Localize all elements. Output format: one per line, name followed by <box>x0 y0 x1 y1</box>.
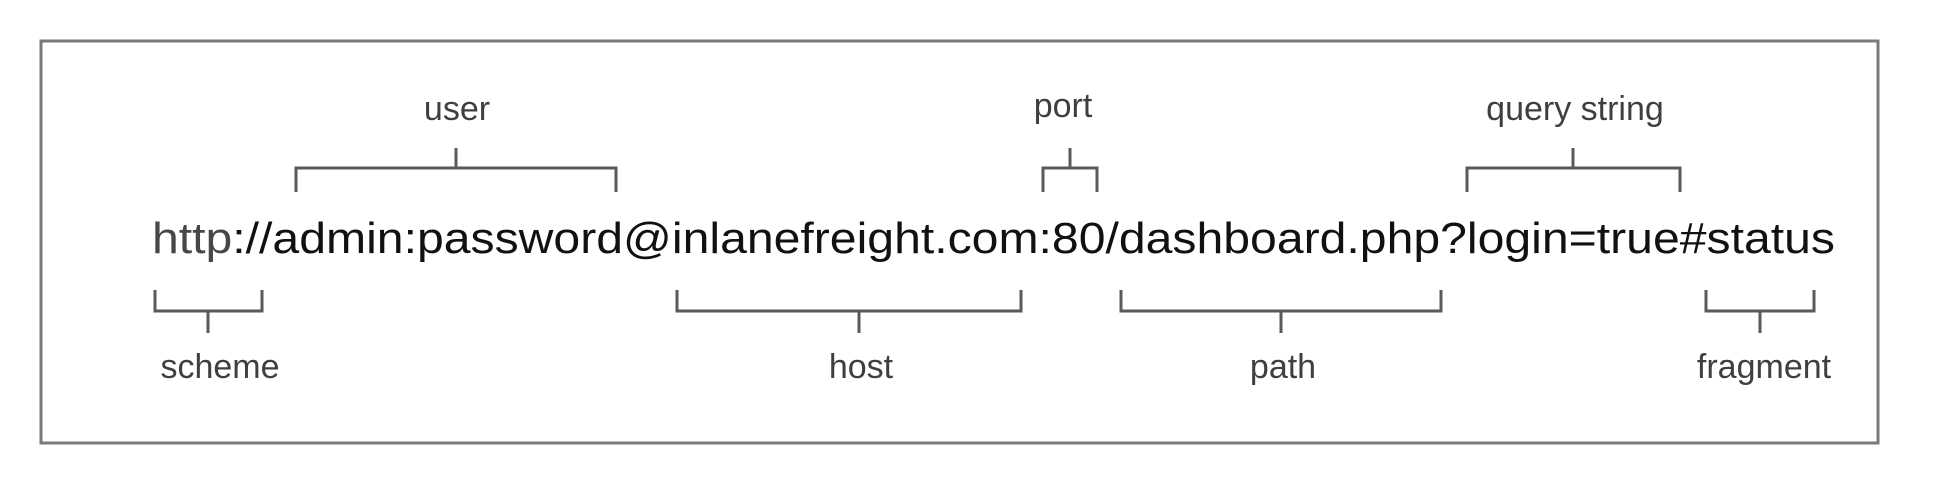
user-label: user <box>424 90 490 128</box>
host-bracket <box>675 290 1023 333</box>
port-label: port <box>1034 87 1093 125</box>
user-bracket <box>294 148 618 192</box>
url-text: http://admin:password@inlanefreight.com:… <box>152 214 1835 263</box>
scheme-bracket <box>153 290 264 333</box>
url-remainder-segment: ://admin:password@inlanefreight.com:80/d… <box>232 214 1835 263</box>
scheme-label: scheme <box>160 348 279 386</box>
diagram-frame <box>39 39 1880 445</box>
path-bracket <box>1119 290 1443 333</box>
port-bracket <box>1041 148 1099 192</box>
host-label: host <box>829 348 894 386</box>
fragment-label: fragment <box>1697 348 1832 386</box>
query-string-bracket <box>1465 148 1682 192</box>
fragment-bracket <box>1704 290 1816 333</box>
query-string-label: query string <box>1486 90 1664 128</box>
path-label: path <box>1250 348 1316 386</box>
url-scheme-segment: http <box>152 214 232 263</box>
